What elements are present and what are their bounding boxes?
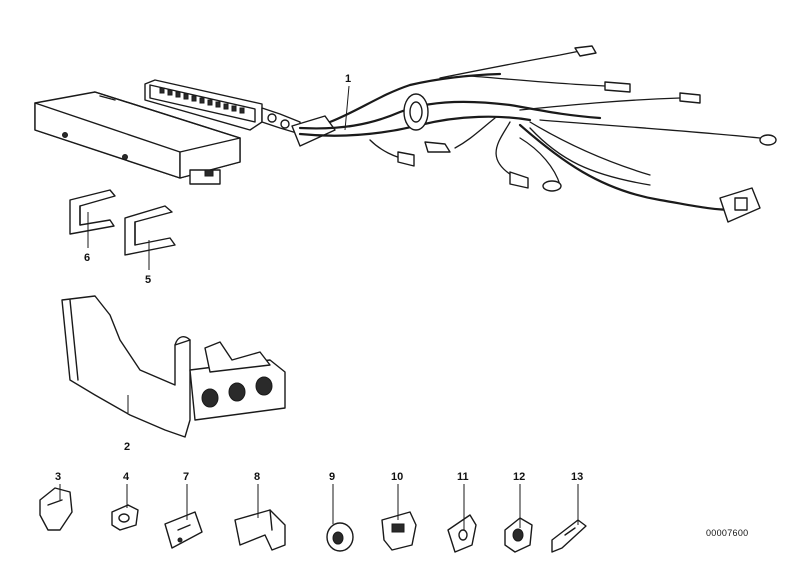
- callout-11: 11: [457, 471, 469, 483]
- part-3-clip: [39, 487, 73, 531]
- bracket-clip-6: [69, 189, 116, 235]
- callout-2: 2: [124, 441, 130, 453]
- leader-lines: [59, 85, 579, 530]
- callout-13: 13: [571, 471, 583, 483]
- callout-8: 8: [254, 471, 260, 483]
- wiring-harness: [291, 45, 777, 223]
- callout-1: 1: [345, 73, 351, 85]
- callout-12: 12: [513, 471, 525, 483]
- part-11-cable-tie: [447, 514, 477, 553]
- diagram-reference-number: 00007600: [706, 528, 748, 538]
- part-13-clip: [551, 519, 587, 553]
- callout-3: 3: [55, 471, 61, 483]
- part-10-clamp: [381, 511, 417, 551]
- control-unit-box: [34, 91, 241, 185]
- callout-7: 7: [183, 471, 189, 483]
- part-9-grommet: [326, 522, 354, 552]
- part-12-clip: [504, 517, 533, 553]
- callout-5: 5: [145, 274, 151, 286]
- callout-10: 10: [391, 471, 403, 483]
- bracket-clip-5: [124, 205, 176, 256]
- mounting-bracket-2: [61, 295, 286, 438]
- part-7-plate: [164, 511, 203, 549]
- callout-9: 9: [329, 471, 335, 483]
- multi-pin-connector: [144, 79, 301, 135]
- callout-4: 4: [123, 471, 130, 483]
- part-8-bracket: [234, 509, 286, 551]
- part-4-clip: [111, 504, 139, 531]
- callout-6: 6: [84, 252, 90, 264]
